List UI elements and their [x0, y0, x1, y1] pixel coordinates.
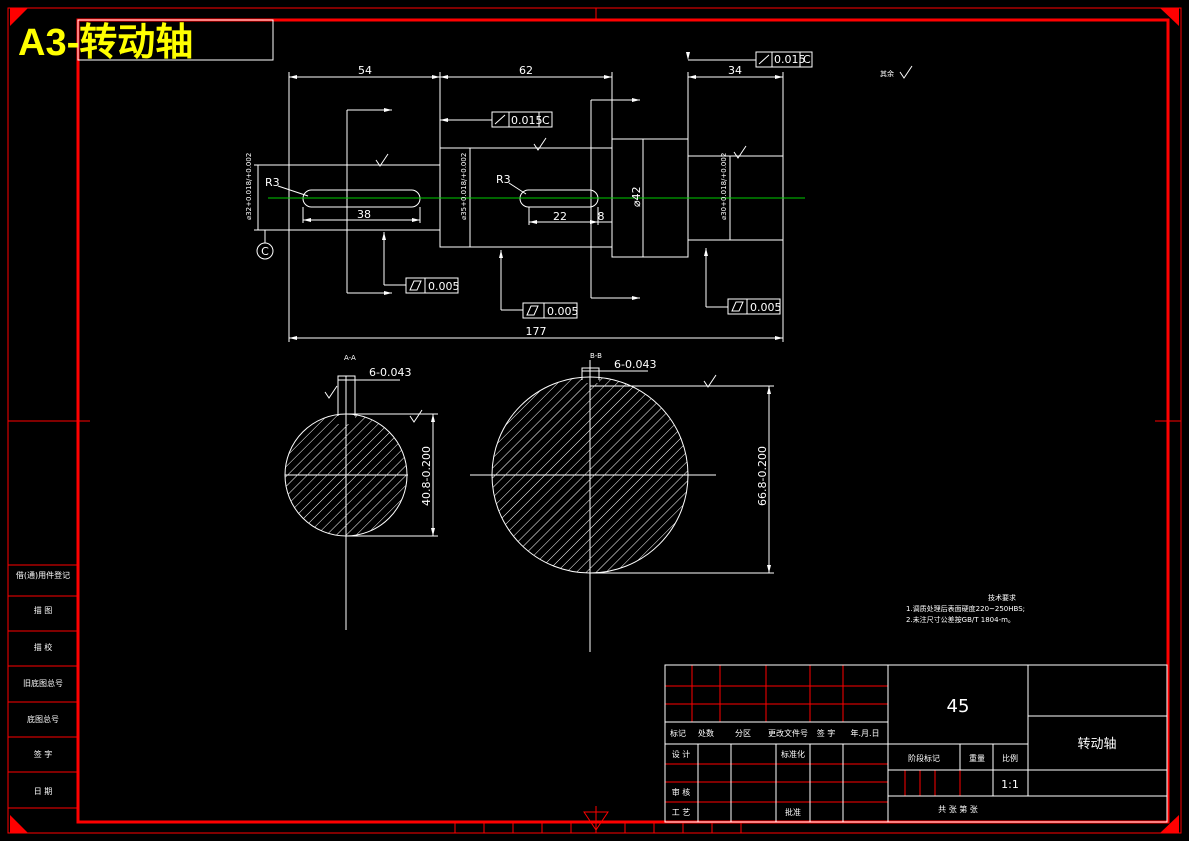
section-bb-label: B-B: [590, 352, 602, 360]
tb-header-signature: 签 字: [817, 728, 836, 738]
tolerance-cyl-value-right: 0.005: [750, 301, 782, 314]
section-aa-depth: 40.8-0.200: [420, 446, 433, 506]
title-block: [664, 664, 1168, 823]
tolerance-datum-mid: C: [542, 114, 550, 127]
left-margin-table: [8, 564, 78, 809]
tb-stage-mark: 阶段标记: [908, 753, 940, 763]
dim-keyway-38: 38: [357, 208, 371, 221]
shaft-front-view: [254, 59, 784, 342]
margin-label-old-number: 旧底图总号: [23, 678, 63, 688]
tolerance-frame-runout-top: [755, 51, 813, 68]
dim-diameter-35: ⌀35+0.018/+0.002: [460, 153, 468, 220]
margin-label-date: 日 期: [34, 787, 53, 796]
tolerance-datum-top: C: [803, 53, 811, 66]
tolerance-cyl-value-mid: 0.005: [547, 305, 579, 318]
section-aa-label: A-A: [344, 354, 356, 362]
tb-header-change-doc: 更改文件号: [768, 728, 808, 738]
tb-design: 设 计: [672, 749, 691, 759]
tb-approve: 批准: [785, 807, 801, 817]
dim-length-177: 177: [526, 325, 547, 338]
roughness-note: 其余: [880, 69, 894, 78]
dim-diameter-32: ⌀32+0.018/+0.002: [245, 153, 253, 220]
margin-label-trace: 描 图: [34, 605, 53, 615]
tb-header-zone: 分区: [735, 729, 751, 738]
tb-weight: 重量: [969, 753, 985, 763]
tb-scale-value: 1:1: [1001, 778, 1019, 791]
margin-label-borrow: 借(通)用件登记: [16, 570, 70, 580]
tolerance-frame-runout-mid: [491, 111, 553, 128]
tb-header-mark: 标记: [670, 728, 686, 738]
tb-material: 45: [947, 696, 970, 717]
tb-standardize: 标准化: [781, 749, 805, 759]
section-bb: [470, 360, 774, 652]
margin-label-signature: 签 字: [34, 749, 53, 759]
dim-diameter-30: ⌀30+0.018/+0.002: [720, 153, 728, 220]
dim-length-34: 34: [728, 64, 742, 77]
title-box: [77, 19, 274, 61]
tolerance-runout-value-top: 0.015: [774, 53, 806, 66]
drawing-title: A3-转动轴: [18, 22, 193, 64]
dim-length-62: 62: [519, 64, 533, 77]
section-bb-key-width: 6-0.043: [614, 358, 656, 371]
dim-keyway-22: 22: [553, 210, 567, 223]
datum-label: C: [261, 245, 269, 258]
tb-process: 工 艺: [672, 808, 691, 817]
datum-symbol: [256, 242, 274, 260]
dim-offset-8: 8: [598, 210, 605, 223]
dimension-arrows: [289, 52, 783, 340]
tb-scale-label: 比例: [1002, 753, 1018, 763]
tb-header-date: 年.月.日: [850, 728, 879, 738]
tolerance-frame-cyl-mid: [522, 302, 578, 319]
margin-label-trace-check: 描 校: [34, 642, 53, 652]
section-aa-key-width: 6-0.043: [369, 366, 411, 379]
dim-diameter-42: ⌀42: [630, 186, 643, 207]
tolerance-frame-cyl-left: [405, 277, 459, 294]
dim-radius-left: R3: [265, 176, 280, 189]
tb-sheets: 共 张 第 张: [938, 804, 978, 814]
tb-part-name: 转动轴: [1077, 737, 1116, 752]
section-aa: [284, 375, 438, 630]
tolerance-frame-cyl-right: [727, 298, 781, 315]
tolerance-runout-value-mid: 0.015: [511, 114, 543, 127]
drawing-frame: [7, 7, 1182, 834]
tech-requirement-1: 1.调质处理后表面硬度220~250HBS;: [906, 604, 1025, 613]
margin-label-base-number: 底图总号: [27, 714, 59, 724]
dim-radius-right: R3: [496, 173, 511, 186]
tech-requirements-heading: 技术要求: [988, 593, 1016, 602]
tech-requirement-2: 2.未注尺寸公差按GB/T 1804-m。: [906, 615, 1015, 624]
dim-length-54: 54: [358, 64, 372, 77]
tolerance-cyl-value-left: 0.005: [428, 280, 460, 293]
tb-check: 审 核: [672, 787, 691, 797]
tb-header-count: 处数: [698, 728, 714, 738]
section-bb-depth: 66.8-0.200: [756, 446, 769, 506]
